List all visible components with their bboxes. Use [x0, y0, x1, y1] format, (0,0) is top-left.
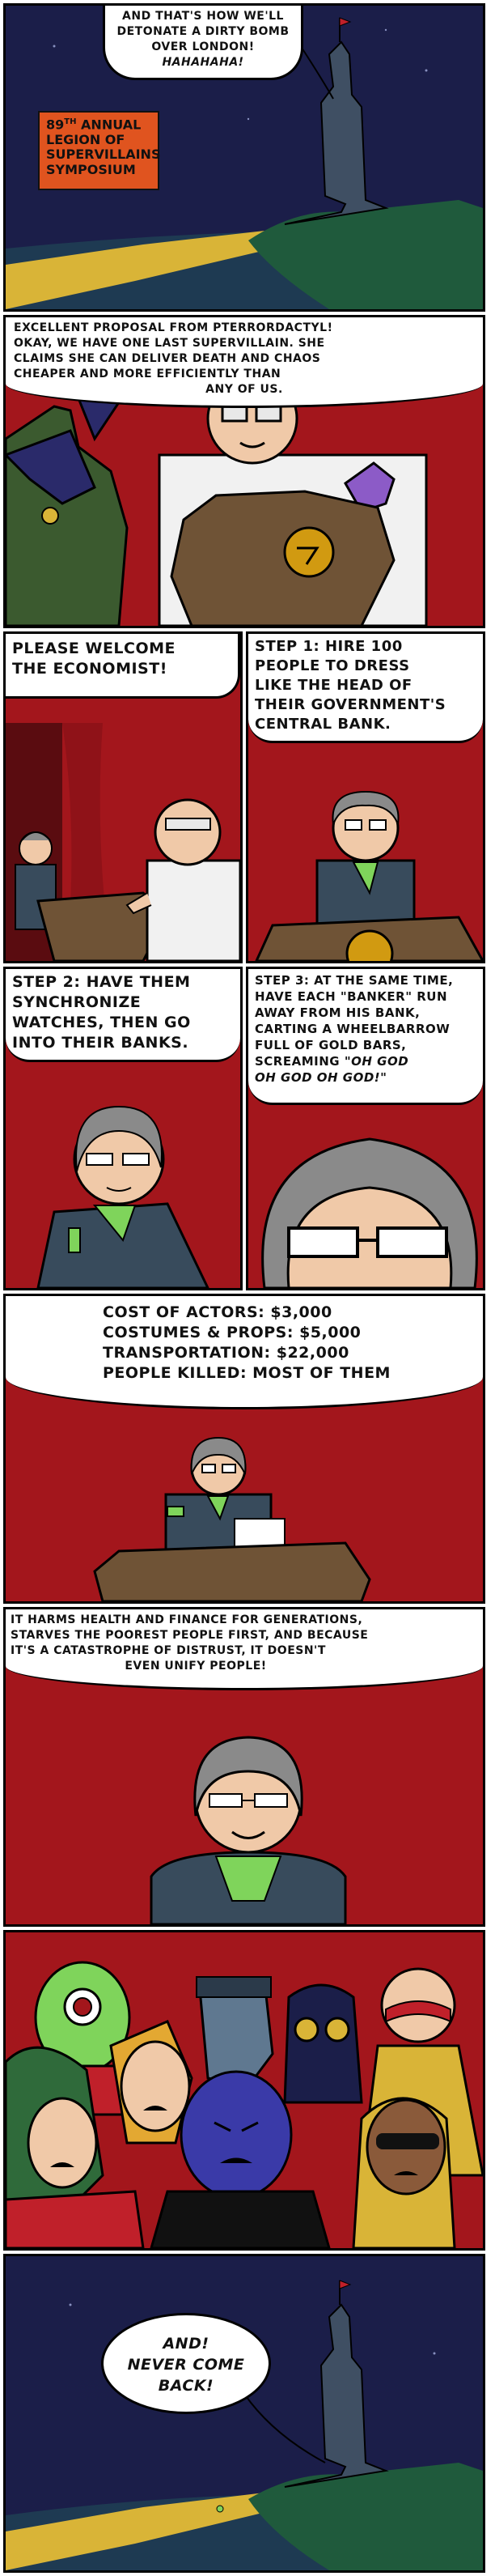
villain-masked-head: [283, 1983, 363, 2104]
speech-line: WATCHES, THEN GO: [12, 1014, 191, 1031]
panel-10-never-come-back: AND! NEVER COME BACK!: [3, 2254, 485, 2573]
panel-3-welcome: PLEASE WELCOME THE ECONOMIST!: [3, 631, 243, 963]
speech-line: CARTING A WHEELBARROW: [255, 1022, 451, 1036]
host-lab-coat: [146, 859, 240, 961]
speech-bubble-cost-list: COST OF ACTORS: $3,000 COSTUMES & PROPS:…: [6, 1296, 483, 1409]
panel-9-art: [6, 1932, 483, 2248]
scream-quote: OH GOD OH GOD!": [255, 1070, 387, 1085]
speech-line-laugh: HAHAHAHA!: [162, 56, 244, 69]
speech-bubble-step-3: STEP 3: AT THE SAME TIME, HAVE EACH "BAN…: [248, 969, 483, 1105]
speech-line: IT'S A CATASTROPHE OF DISTRUST, IT DOESN…: [11, 1644, 326, 1657]
panel-5-step-2: STEP 2: HAVE THEM SYNCHRONIZE WATCHES, T…: [3, 967, 243, 1290]
armband: [68, 1227, 81, 1253]
panel-2-supervillain-host: EXCELLENT PROPOSAL FROM PTERRORDACTYL! O…: [3, 315, 485, 628]
speech-line: PEOPLE TO DRESS: [255, 657, 410, 674]
speech-line: STEP 2: HAVE THEM: [12, 973, 191, 991]
speech-line: TRANSPORTATION: $22,000: [103, 1344, 349, 1362]
sign-ordinal-suffix: th: [64, 117, 77, 126]
speech-bubble-welcome: PLEASE WELCOME THE ECONOMIST!: [6, 634, 240, 699]
speech-line: EXCELLENT PROPOSAL FROM PTERRORDACTYL!: [14, 321, 333, 334]
speech-bubble-villain-plan: AND THAT'S HOW WE'LL DETONATE A DIRTY BO…: [103, 6, 303, 80]
speech-line: CENTRAL BANK.: [255, 716, 391, 733]
panel-8-consequences: IT HARMS HEALTH AND FINANCE FOR GENERATI…: [3, 1607, 485, 1927]
panel-7-costs: COST OF ACTORS: $3,000 COSTUMES & PROPS:…: [3, 1294, 485, 1604]
speech-line: CHEAPER AND MORE EFFICIENTLY THAN: [14, 368, 281, 380]
symposium-sign: 89th ANNUAL LEGION OF SUPERVILLAINS SYMP…: [38, 111, 161, 190]
speech-line: IT HARMS HEALTH AND FINANCE FOR GENERATI…: [11, 1613, 363, 1626]
glasses-left: [287, 1226, 359, 1258]
speech-line: OKAY, WE HAVE ONE LAST SUPERVILLAIN. SHE: [14, 337, 325, 350]
speech-line: STEP 1: HIRE 100: [255, 638, 403, 655]
speech-line: HAVE EACH "BANKER" RUN: [255, 989, 448, 1004]
sign-ordinal-number: 89: [46, 117, 65, 133]
sign-line: ANNUAL: [81, 117, 142, 133]
speech-line: INTO THEIR BANKS.: [12, 1034, 189, 1052]
rock-podium: [170, 490, 396, 626]
rock-podium: [93, 1541, 371, 1601]
speech-line: THE ECONOMIST!: [12, 660, 167, 678]
panel-4-step-1: STEP 1: HIRE 100 PEOPLE TO DRESS LIKE TH…: [246, 631, 485, 963]
podium-emblem: [345, 929, 394, 961]
glasses-right: [376, 1226, 448, 1258]
speech-line: LIKE THE HEAD OF: [255, 677, 412, 694]
speech-line: SYNCHRONIZE: [12, 993, 142, 1011]
speech-bubble-host-intro: EXCELLENT PROPOSAL FROM PTERRORDACTYL! O…: [6, 317, 483, 408]
speech-line: FULL OF GOLD BARS,: [255, 1038, 407, 1052]
speech-line: DETONATE A DIRTY BOMB: [116, 25, 290, 38]
speech-line: OVER LONDON!: [151, 40, 255, 53]
speech-line: COST OF ACTORS: $3,000: [103, 1303, 332, 1321]
speech-line: AWAY FROM HIS BANK,: [255, 1005, 421, 1020]
speech-line: NEVER COME: [127, 2356, 245, 2374]
sign-line: SYMPOSIUM: [46, 161, 136, 177]
speech-line: THEIR GOVERNMENT'S: [255, 696, 446, 713]
speech-bubble-consequences: IT HARMS HEALTH AND FINANCE FOR GENERATI…: [6, 1609, 483, 1690]
tower: [284, 2303, 389, 2488]
armband: [167, 1506, 184, 1517]
speech-line: BACK!: [158, 2377, 214, 2395]
speech-line: CLAIMS SHE CAN DELIVER DEATH AND CHAOS: [14, 352, 321, 365]
host-head: [154, 798, 222, 866]
speech-bubble-step-2: STEP 2: HAVE THEM SYNCHRONIZE WATCHES, T…: [6, 969, 240, 1062]
yellow-brick-road: [6, 2493, 273, 2570]
panel-9-horrified-villains: [3, 1930, 485, 2251]
speech-line: STEP 3: AT THE SAME TIME,: [255, 973, 454, 988]
podium-emblem: [283, 526, 335, 578]
speech-line: ANY OF US.: [205, 383, 283, 396]
panel-10-art: [6, 2256, 483, 2570]
tiny-economist-figure: [216, 2505, 224, 2513]
scream-quote: "OH GOD: [344, 1054, 409, 1069]
speech-line: COSTUMES & PROPS: $5,000: [103, 1324, 362, 1341]
sign-line: LEGION OF: [46, 131, 125, 147]
speech-line: STARVES THE POOREST PEOPLE FIRST, AND BE…: [11, 1629, 369, 1642]
speech-bubble-never-come-back: AND! NEVER COME BACK!: [101, 2313, 271, 2414]
villain-blue-head: [180, 2070, 293, 2200]
speech-line: EVEN UNIFY PEOPLE!: [125, 1660, 267, 1673]
panel-6-step-3: STEP 3: AT THE SAME TIME, HAVE EACH "BAN…: [246, 967, 485, 1290]
villain-blonde-face: [120, 2040, 191, 2132]
yellow-brick-road: [6, 231, 273, 309]
sign-line: SUPERVILLAINS: [46, 147, 161, 163]
speech-line: PEOPLE KILLED: MOST OF THEM: [103, 1364, 391, 1382]
speech-line: PLEASE WELCOME: [12, 640, 176, 657]
speech-line: SCREAMING: [255, 1054, 341, 1069]
speech-line: AND THAT'S HOW WE'LL: [122, 10, 284, 23]
speech-line: AND!: [163, 2335, 209, 2353]
speech-bubble-step-1: STEP 1: HIRE 100 PEOPLE TO DRESS LIKE TH…: [248, 634, 483, 743]
panel-1-tower-night: AND THAT'S HOW WE'LL DETONATE A DIRTY BO…: [3, 3, 485, 312]
tower: [284, 40, 389, 225]
